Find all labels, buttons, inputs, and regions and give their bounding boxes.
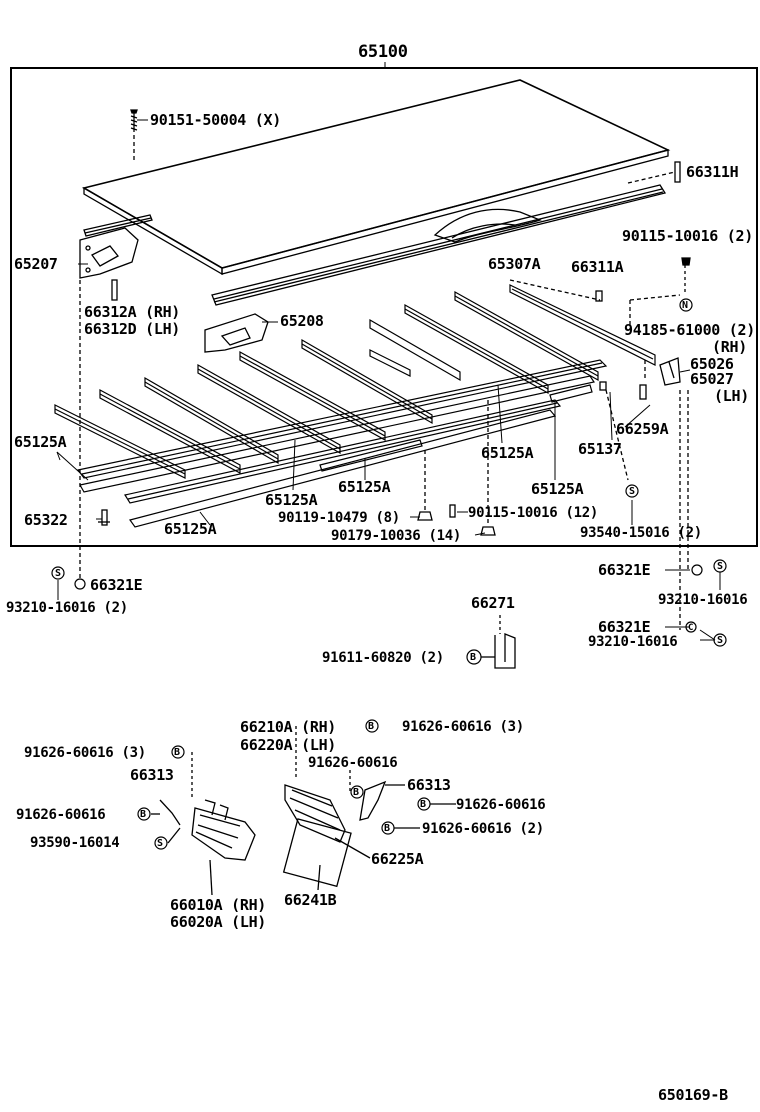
- part-label: 91626-60616: [308, 755, 398, 771]
- part-label: 90115-10016 (2): [622, 227, 753, 245]
- part-label: 91626-60616: [456, 797, 546, 813]
- mudguard-right: [209, 726, 456, 896]
- symbol-b: B: [420, 799, 426, 810]
- part-label: 66312D (LH): [84, 320, 181, 338]
- part-label: 66225A: [371, 850, 424, 868]
- part-label: 66010A (RH): [170, 896, 267, 914]
- part-label: 66321E: [598, 618, 651, 636]
- part-label: 65307A: [488, 255, 541, 273]
- symbol-s: S: [717, 561, 723, 572]
- symbol-s: S: [157, 838, 163, 849]
- symbol-b: B: [384, 823, 390, 834]
- diagram-code: 650169-B: [658, 1086, 728, 1104]
- part-label: 65125A: [531, 480, 584, 498]
- part-label: 91611-60820 (2): [322, 650, 444, 666]
- symbol-circles: [51, 298, 727, 850]
- part-label: 65137: [578, 440, 622, 458]
- symbol-s: S: [55, 568, 61, 579]
- symbol-n: N: [682, 300, 688, 311]
- part-label: 65322: [24, 511, 68, 529]
- part-label: 66312A (RH): [84, 303, 181, 321]
- part-label: 66259A: [616, 420, 669, 438]
- part-label: 93590-16014: [30, 835, 120, 851]
- part-label: 65125A: [265, 491, 318, 509]
- part-label: (RH): [712, 338, 747, 356]
- part-label: 93540-15016 (2): [580, 525, 702, 541]
- rail-drawing: [211, 184, 667, 306]
- part-label: 65208: [280, 312, 324, 330]
- part-label: 93210-16016: [588, 634, 678, 650]
- part-label: 91626-60616 (3): [24, 745, 146, 761]
- part-label: 66321E: [90, 576, 143, 594]
- part-label: 91626-60616: [16, 807, 106, 823]
- symbol-b: B: [470, 652, 476, 663]
- bed-panel-drawing: [81, 79, 671, 276]
- part-label: 66313: [407, 776, 451, 794]
- part-label: 66311H: [686, 163, 739, 181]
- part-label: 90151-50004 (X): [150, 111, 281, 129]
- symbol-s: S: [717, 635, 723, 646]
- fastener-icons: [98, 257, 691, 630]
- part-label: 93210-16016 (2): [6, 600, 128, 616]
- part-label: 66271: [471, 594, 515, 612]
- part-label: 66220A (LH): [240, 736, 337, 754]
- part-label: 66210A (RH): [240, 718, 337, 736]
- part-label: 66020A (LH): [170, 913, 267, 931]
- part-label: 66241B: [284, 891, 337, 909]
- part-label: 66311A: [571, 258, 624, 276]
- part-label: 65026: [690, 355, 734, 373]
- assembly-number: 65100: [358, 42, 408, 62]
- symbol-b: B: [174, 747, 180, 758]
- part-label: 65125A: [164, 520, 217, 538]
- part-label: (LH): [714, 387, 749, 405]
- symbol-s: S: [629, 486, 635, 497]
- part-label: 90115-10016 (12): [468, 505, 599, 521]
- part-label: 91626-60616 (3): [402, 719, 524, 735]
- part-label: 91626-60616 (2): [422, 821, 544, 837]
- symbol-c: C: [688, 623, 694, 633]
- symbol-b: B: [353, 787, 359, 798]
- bracket-65208: [204, 313, 269, 353]
- assembly-frame: [10, 67, 758, 547]
- hanger-66271: [481, 615, 516, 669]
- crossmember-drawing: [54, 284, 656, 479]
- symbol-b: B: [140, 809, 146, 820]
- mudguard-left: [151, 752, 256, 861]
- pin-icon: [627, 161, 681, 184]
- part-label: 90119-10479 (8): [278, 510, 400, 526]
- bracket-65207: [79, 227, 139, 279]
- part-label: 66321E: [598, 561, 651, 579]
- part-label: 90179-10036 (14): [331, 528, 462, 544]
- symbol-b: B: [368, 721, 374, 732]
- part-label: 65207: [14, 255, 58, 273]
- part-label: 65125A: [338, 478, 391, 496]
- part-label: 65125A: [14, 433, 67, 451]
- part-label: 93210-16016: [658, 592, 748, 608]
- screw-icon: [130, 109, 138, 160]
- side-rail-drawing: [83, 214, 153, 237]
- part-label: 94185-61000 (2): [624, 321, 755, 339]
- part-label: 65027: [690, 370, 734, 388]
- part-label: 66313: [130, 766, 174, 784]
- bolt-icon: [111, 279, 118, 301]
- part-label: 65125A: [481, 444, 534, 462]
